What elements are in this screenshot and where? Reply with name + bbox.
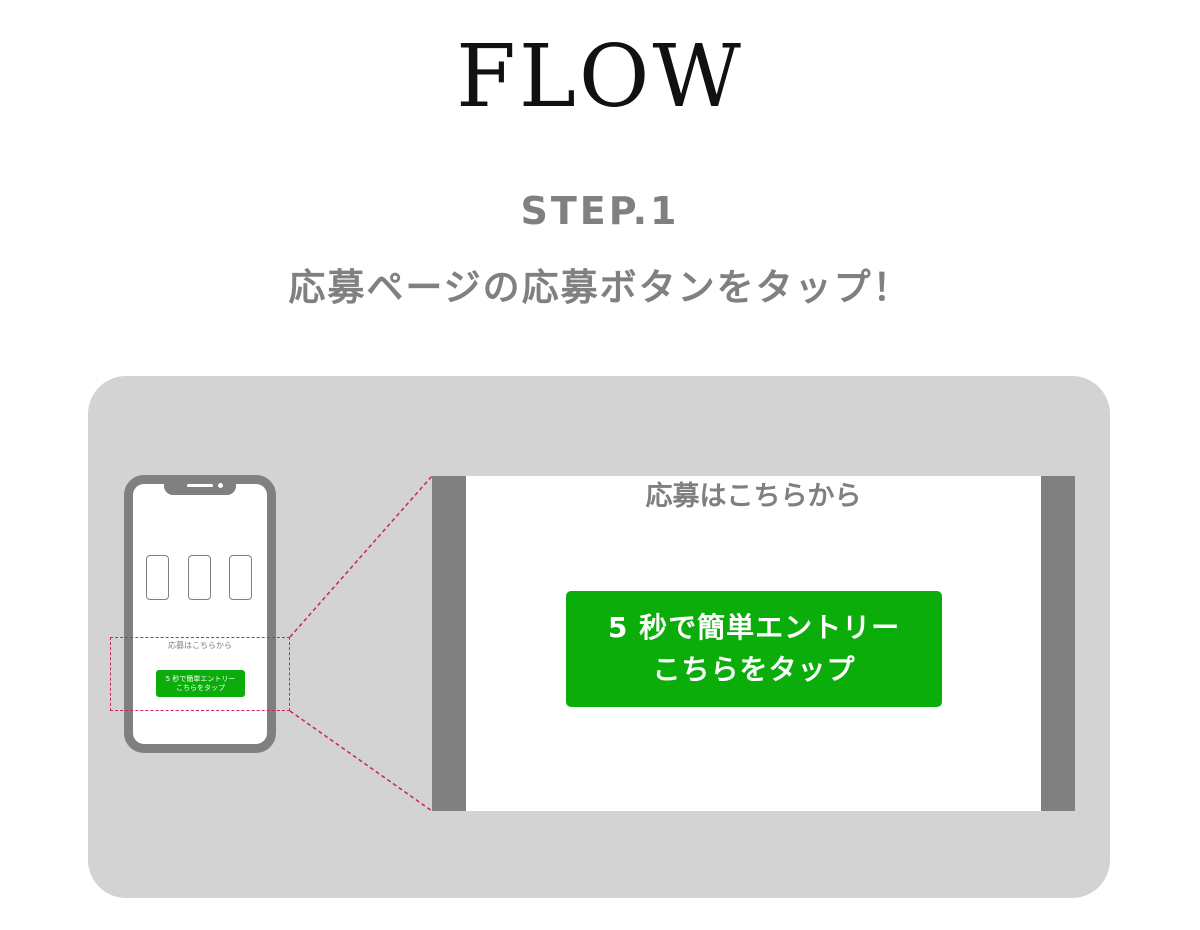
phone-speaker (187, 484, 213, 487)
zoomed-entry-button[interactable]: 5 秒で簡単エントリー こちらをタップ (566, 591, 942, 707)
phone-entry-label: 応募はこちらから (168, 641, 232, 650)
zoom-highlight-box (110, 637, 290, 711)
mini-phone-icon (146, 555, 169, 600)
phone-entry-button[interactable]: 5 秒で簡単エントリー こちらをタップ (156, 670, 245, 697)
mini-phone-icon (229, 555, 252, 600)
smartphone-illustration (124, 475, 276, 753)
zoomed-entry-label: 応募はこちらから (645, 481, 862, 512)
flow-title: FLOW (456, 27, 744, 127)
phone-entry-button-line2: こちらをタップ (176, 683, 225, 692)
phone-entry-button-line1: 5 秒で簡単エントリー (165, 674, 236, 683)
mini-phone-icon (188, 555, 211, 600)
step-description: 応募ページの応募ボタンをタップ！ (288, 266, 912, 309)
zoomed-entry-button-line2: こちらをタップ (652, 653, 856, 686)
step-label: STEP.1 (520, 189, 680, 233)
zoomed-entry-button-line1: 5 秒で簡単エントリー (607, 611, 901, 644)
phone-camera-icon (218, 483, 223, 488)
